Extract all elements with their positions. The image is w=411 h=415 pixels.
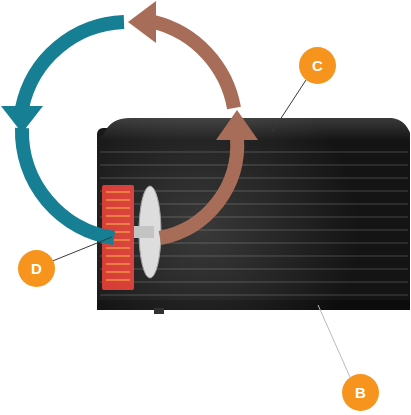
- arrow-head: [216, 110, 258, 140]
- warm-air-arrow: [160, 138, 237, 238]
- cool-air-arrow: [22, 128, 114, 238]
- callout-circle: C: [299, 47, 336, 84]
- cool-air-arrow: [22, 22, 124, 108]
- callout-letter: D: [31, 261, 42, 276]
- leader-line: [318, 305, 350, 377]
- leader-line: [272, 80, 306, 132]
- callout-letter: C: [312, 58, 323, 73]
- callout-letter: B: [355, 385, 366, 400]
- warm-air-arrow: [154, 22, 234, 108]
- callout-circle: B: [342, 374, 379, 411]
- callout-circle: D: [18, 250, 55, 287]
- circle-fill: [18, 250, 55, 287]
- circle-fill: [342, 374, 379, 411]
- circle-fill: [299, 47, 336, 84]
- arrow-head: [128, 1, 156, 43]
- leader-line: [50, 237, 112, 262]
